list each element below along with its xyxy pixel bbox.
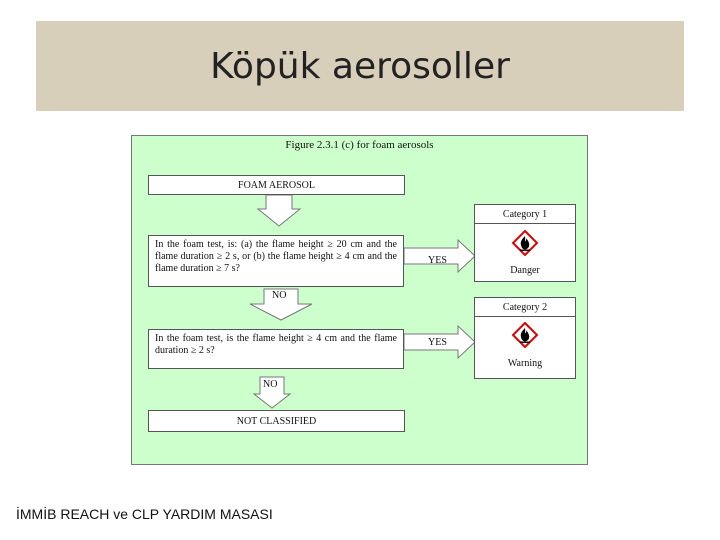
flowchart-panel: Figure 2.3.1 (c) for foam aerosols FOAM … xyxy=(131,135,588,465)
yes-label-1: YES xyxy=(428,255,447,266)
right-arrow-yes-1 xyxy=(403,238,476,274)
question-box-1: In the foam test, is: (a) the flame heig… xyxy=(148,235,404,287)
right-arrow-yes-2 xyxy=(403,324,476,360)
title-band: Köpük aerosoller xyxy=(36,21,684,111)
category-1-heading: Category 1 xyxy=(475,205,575,224)
down-arrow-no-2 xyxy=(252,376,292,409)
end-box: NOT CLASSIFIED xyxy=(148,410,405,432)
category-1-box: Category 1 Danger xyxy=(474,204,576,282)
down-arrow-1 xyxy=(256,194,302,227)
flame-pictogram-icon xyxy=(512,230,538,256)
flame-pictogram-icon xyxy=(512,322,538,348)
slide-title: Köpük aerosoller xyxy=(210,45,510,87)
figure-title: Figure 2.3.1 (c) for foam aerosols xyxy=(285,139,434,151)
category-2-signal-word: Warning xyxy=(507,358,543,369)
flow-arrows xyxy=(249,194,476,409)
start-box: FOAM AEROSOL xyxy=(148,175,405,195)
category-1-signal-word: Danger xyxy=(510,265,540,276)
down-arrow-no-1 xyxy=(249,288,313,321)
no-label-2: NO xyxy=(263,379,278,390)
category-2-heading: Category 2 xyxy=(475,298,575,317)
yes-label-2: YES xyxy=(428,337,447,348)
no-label-1: NO xyxy=(272,290,287,301)
question-box-2: In the foam test, is the flame height ≥ … xyxy=(148,329,404,369)
footer-text: İMMİB REACH ve CLP YARDIM MASASI xyxy=(16,506,273,522)
category-2-box: Category 2 Warning xyxy=(474,297,576,379)
